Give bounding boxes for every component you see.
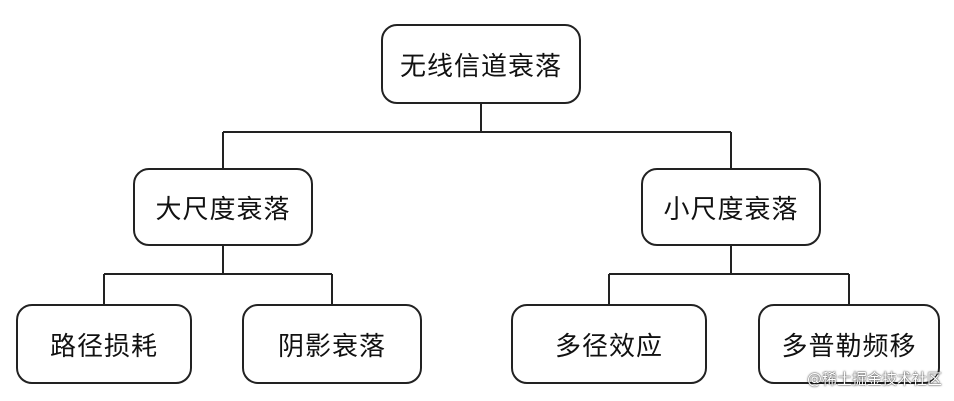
node-shadow-fading-label: 阴影衰落 (277, 331, 386, 362)
watermark: @稀土掘金技术社区 (806, 370, 942, 388)
node-doppler-shift: 多普勒频移 (758, 304, 940, 384)
node-multipath-effect-label: 多径效应 (554, 331, 663, 362)
node-shadow-fading: 阴影衰落 (242, 304, 422, 384)
node-path-loss: 路径损耗 (16, 304, 192, 384)
node-root-label: 无线信道衰落 (399, 51, 562, 82)
node-small-scale-fading-label: 小尺度衰落 (663, 194, 799, 225)
node-large-scale-fading: 大尺度衰落 (133, 168, 313, 246)
node-doppler-shift-label: 多普勒频移 (781, 331, 917, 362)
node-multipath-effect: 多径效应 (511, 304, 707, 384)
node-small-scale-fading: 小尺度衰落 (641, 168, 821, 246)
node-path-loss-label: 路径损耗 (49, 331, 158, 362)
node-root: 无线信道衰落 (381, 24, 581, 104)
node-large-scale-fading-label: 大尺度衰落 (155, 194, 291, 225)
